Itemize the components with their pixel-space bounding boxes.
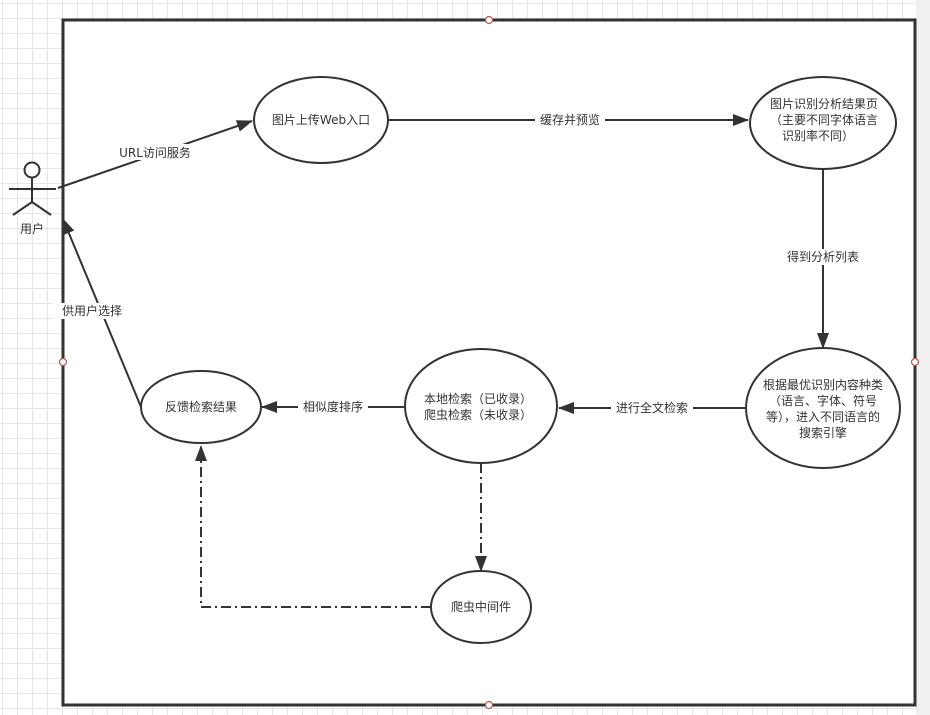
usecase-label: 图片上传Web入口 (272, 112, 370, 127)
resize-handle-right[interactable] (910, 357, 920, 367)
edge-label: URL访问服务 (119, 145, 191, 160)
usecase-label: 识别率不同） (782, 128, 854, 143)
edge-label: 缓存并预览 (540, 112, 600, 127)
usecase-label: 图片识别分析结果页 (770, 97, 878, 111)
edge-url-access[interactable]: URL访问服务 (57, 120, 253, 189)
edge-user-select[interactable]: 供用户选择 (53, 218, 142, 408)
usecase-result-page[interactable]: 图片识别分析结果页 （主要不同字体语言 识别率不同） (749, 76, 897, 170)
usecase-label: （主要不同字体语言 (770, 112, 878, 127)
usecase-label: （语言、字体、符号 (769, 393, 877, 408)
edge-label: 相似度排序 (303, 399, 363, 414)
edge-label: 供用户选择 (62, 303, 122, 318)
usecase-label: 搜索引擎 (799, 425, 847, 440)
side-panel (916, 0, 930, 715)
edge-fulltext-search[interactable]: 进行全文检索 (558, 400, 745, 416)
resize-handle-top[interactable] (484, 15, 494, 25)
edge-cache-preview[interactable]: 缓存并预览 (389, 112, 749, 128)
actor-label: 用户 (20, 221, 44, 236)
usecase-label: 反馈检索结果 (165, 399, 237, 414)
edge-analysis-list[interactable]: 得到分析列表 (782, 169, 864, 349)
usecase-search[interactable]: 本地检索（已收录） 爬虫检索（未收录） (404, 348, 558, 464)
usecase-label: 根据最优识别内容种类 (763, 377, 883, 392)
edge-similarity-sort[interactable]: 相似度排序 (261, 399, 404, 415)
usecase-crawler-middleware[interactable]: 爬虫中间件 (430, 570, 532, 644)
usecase-label: 爬虫检索（未收录） (424, 407, 532, 422)
actor-user[interactable]: 用户 (9, 161, 56, 237)
resize-handle-left[interactable] (58, 357, 68, 367)
usecase-feedback[interactable]: 反馈检索结果 (140, 370, 262, 444)
edge-label: 进行全文检索 (616, 400, 688, 415)
usecase-label: 本地检索（已收录） (424, 391, 532, 406)
usecase-label: 等），进入不同语言的 (766, 409, 880, 424)
stick-figure-actor-icon (9, 161, 56, 216)
usecase-route-engine[interactable]: 根据最优识别内容种类 （语言、字体、符号 等），进入不同语言的 搜索引擎 (745, 347, 901, 469)
usecase-upload-entry[interactable]: 图片上传Web入口 (253, 76, 389, 164)
edge-crawler-to-feedback[interactable] (195, 445, 431, 608)
edge-label: 得到分析列表 (787, 249, 859, 264)
resize-handle-bottom[interactable] (484, 700, 494, 710)
usecase-label: 爬虫中间件 (451, 599, 511, 614)
